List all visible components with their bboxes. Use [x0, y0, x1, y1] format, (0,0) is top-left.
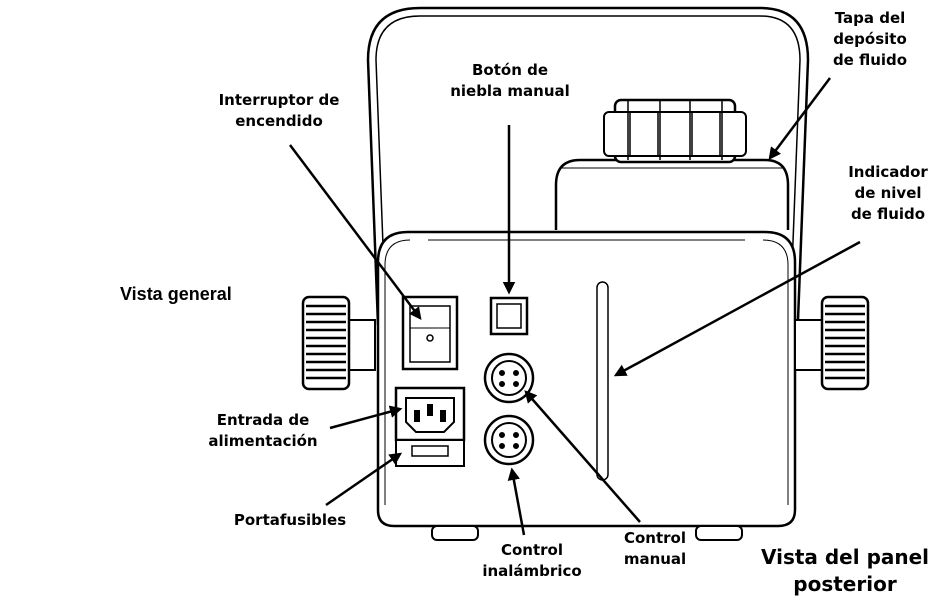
- mounting-bracket: [366, 6, 810, 326]
- arrow-wireless-control: [507, 467, 526, 536]
- label-line: Interruptor de: [218, 91, 340, 109]
- arrow-manual-control: [524, 390, 641, 523]
- label-fluid-level: Indicador de nivel de fluido: [848, 162, 928, 225]
- callout-arrows: [289, 77, 861, 536]
- label-line: Botón de: [471, 61, 549, 79]
- label-wireless-control: Control inalámbrico: [482, 540, 581, 582]
- label-line: depósito: [833, 30, 907, 48]
- left-knob: [301, 295, 376, 391]
- label-manual-fog-button: Botón de niebla manual: [450, 60, 570, 102]
- arrow-fluid-level: [613, 240, 861, 377]
- manual-control-connector: [483, 352, 535, 404]
- feet: [431, 525, 743, 541]
- label-tank-cap: Tapa del depósito de fluido: [833, 8, 907, 71]
- label-line: de fluido: [832, 51, 908, 69]
- label-line: manual: [623, 550, 687, 568]
- label-line: inalámbrico: [482, 562, 582, 580]
- label-power-switch: Interruptor de encendido: [219, 90, 340, 132]
- fluid-level-window: [596, 281, 609, 481]
- label-line: Entrada de: [216, 411, 310, 429]
- fluid-tank: [554, 158, 790, 230]
- label-line: encendido: [235, 112, 323, 130]
- label-line: de nivel: [854, 184, 922, 202]
- label-line: alimentación: [208, 432, 318, 450]
- power-inlet: [394, 386, 466, 442]
- right-knob: [794, 295, 870, 391]
- label-line: Indicador: [848, 163, 928, 181]
- label-fuse-holder: Portafusibles: [234, 510, 346, 531]
- arrow-fuse-holder: [325, 452, 403, 507]
- manual-fog-button: [489, 296, 529, 336]
- arrow-power-input: [329, 405, 403, 430]
- label-power-input: Entrada de alimentación: [208, 410, 317, 452]
- label-line: Control: [623, 529, 686, 547]
- fuse-holder: [395, 439, 465, 467]
- label-line: Portafusibles: [233, 511, 347, 529]
- label-line: Tapa del: [834, 9, 906, 27]
- label-manual-control: Control manual: [624, 528, 686, 570]
- arrow-tank-cap: [768, 77, 831, 160]
- label-line: de fluido: [850, 205, 926, 223]
- label-line: Control: [500, 541, 563, 559]
- overview-title: Vista general: [120, 284, 232, 304]
- rear-panel-title-line-1: Vista del panel: [760, 545, 930, 569]
- rear-panel-title-line-2: posterior: [793, 572, 897, 596]
- machine-body: [376, 230, 797, 528]
- wireless-control-connector: [483, 414, 535, 466]
- arrow-power-switch: [289, 144, 422, 320]
- label-line: niebla manual: [450, 82, 570, 100]
- tank-cap: [603, 98, 747, 164]
- rear-panel-title: Vista del panel posterior: [761, 544, 929, 598]
